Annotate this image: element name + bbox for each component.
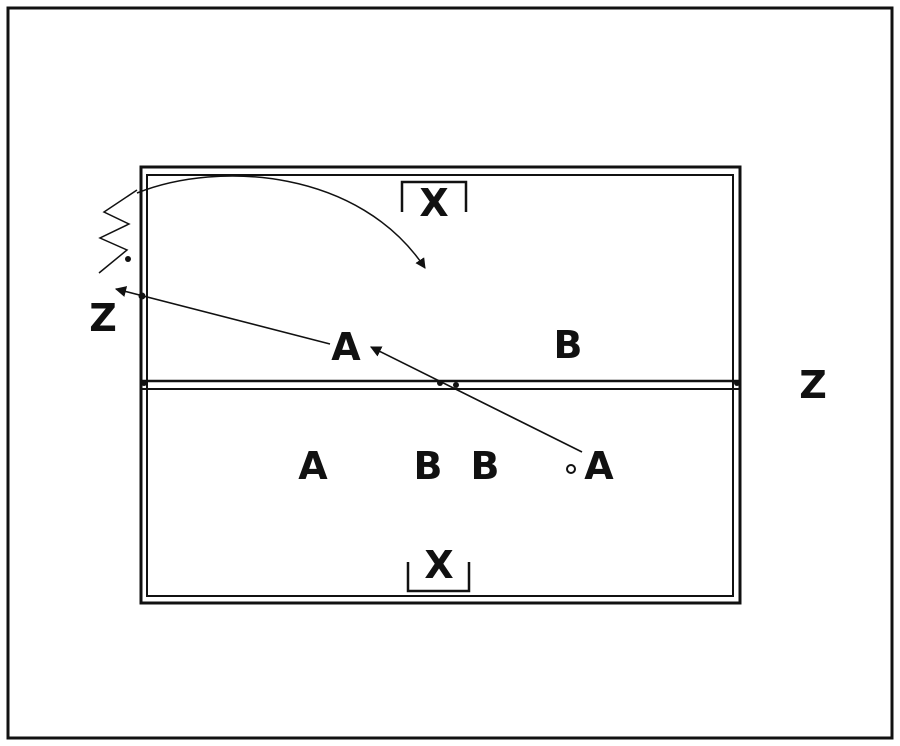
z-right-label: Z xyxy=(799,363,827,407)
pass-to-z-arrow xyxy=(114,286,331,345)
sideline-marker xyxy=(138,292,146,300)
goal-top-label: X xyxy=(419,181,448,225)
zigzag-dribble-line xyxy=(98,189,138,274)
center-line-marker-2 xyxy=(453,382,459,388)
z-left-label: Z xyxy=(89,296,117,340)
goal-bottom-label: X xyxy=(424,543,453,587)
curved-pass-arrow xyxy=(136,175,426,269)
a-upper-label: A xyxy=(331,325,361,369)
center-line-end-right xyxy=(734,380,740,386)
center-line-end-left xyxy=(141,380,147,386)
diagonal-pass-arrow xyxy=(369,346,583,453)
b-upper-label: B xyxy=(554,323,583,367)
b-lower-2-label: B xyxy=(471,444,500,488)
goal-top-bracket xyxy=(400,180,468,212)
a-lower-left-label: A xyxy=(298,444,328,488)
court-inner-border xyxy=(146,174,734,597)
outer-frame xyxy=(6,6,894,740)
zigzag-marker xyxy=(125,256,131,262)
goal-bottom-bracket xyxy=(406,562,471,593)
lower-right-a-marker xyxy=(566,464,576,474)
b-lower-1-label: B xyxy=(414,444,443,488)
a-lower-right-label: A xyxy=(584,444,614,488)
court-outer-border xyxy=(139,165,742,605)
